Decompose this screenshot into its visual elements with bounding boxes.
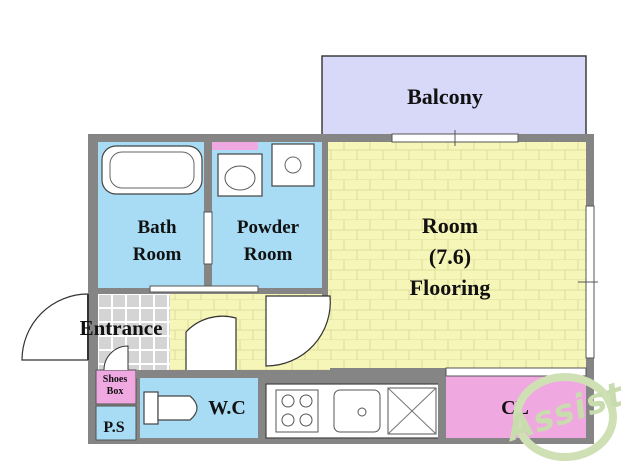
washer-drain bbox=[284, 156, 302, 174]
burner-3 bbox=[281, 413, 295, 427]
washer-space bbox=[271, 143, 315, 187]
closet-door-track bbox=[445, 367, 587, 377]
shoes-box-door bbox=[103, 345, 129, 371]
entrance-wall-left bbox=[88, 294, 98, 370]
assist-logo bbox=[513, 373, 617, 461]
powder-room-label: Powder Room bbox=[218, 214, 318, 268]
pipe-space-label: P.S bbox=[103, 419, 125, 436]
sink-drain bbox=[357, 407, 367, 417]
room-label-line1: Room bbox=[421, 213, 479, 238]
bath-label-line2: Room bbox=[132, 244, 182, 265]
bathtub bbox=[101, 145, 203, 195]
powder-label-line2: Room bbox=[243, 244, 293, 265]
room-label-line2: (7.6) bbox=[428, 244, 472, 269]
bath-label-line1: Bath bbox=[137, 217, 177, 238]
bath-room-label: Bath Room bbox=[112, 214, 202, 268]
powder-pink-strip bbox=[212, 142, 258, 150]
shoes-box-label: Shoes Box bbox=[94, 374, 136, 398]
powder-label-line1: Powder bbox=[236, 217, 300, 238]
burner-4 bbox=[299, 413, 313, 427]
balcony-label: Balcony bbox=[407, 84, 483, 109]
wall-closet-left bbox=[438, 368, 446, 444]
bathtub-inner bbox=[109, 151, 195, 189]
washbasin-bowl bbox=[224, 165, 256, 191]
wc-label: W.C bbox=[208, 397, 246, 419]
wall-powder-room bbox=[322, 136, 328, 296]
wall-wc-top bbox=[136, 370, 266, 378]
room-label: Room (7.6) Flooring bbox=[385, 210, 515, 303]
toilet-bowl bbox=[157, 395, 198, 421]
shoes-label-line2: Box bbox=[106, 386, 124, 397]
room-door-swing bbox=[265, 295, 331, 367]
toilet-tank bbox=[143, 391, 159, 425]
bath-door bbox=[203, 211, 213, 265]
entrance-door-swing bbox=[21, 293, 89, 361]
pipe-space bbox=[95, 405, 137, 441]
burner-2 bbox=[299, 394, 313, 408]
stove bbox=[275, 389, 319, 433]
entrance-label: Entrance bbox=[79, 316, 163, 340]
burner-1 bbox=[281, 394, 295, 408]
powder-sliding-door bbox=[149, 285, 259, 293]
fridge-cross-2 bbox=[387, 387, 437, 435]
balcony-area bbox=[321, 55, 587, 137]
room-floor bbox=[328, 142, 586, 368]
wall-wc-right bbox=[258, 370, 266, 444]
wc-door-swing bbox=[185, 315, 237, 370]
sink bbox=[333, 389, 381, 433]
room-label-line3: Flooring bbox=[409, 275, 491, 300]
shoes-label-line1: Shoes bbox=[102, 374, 128, 385]
